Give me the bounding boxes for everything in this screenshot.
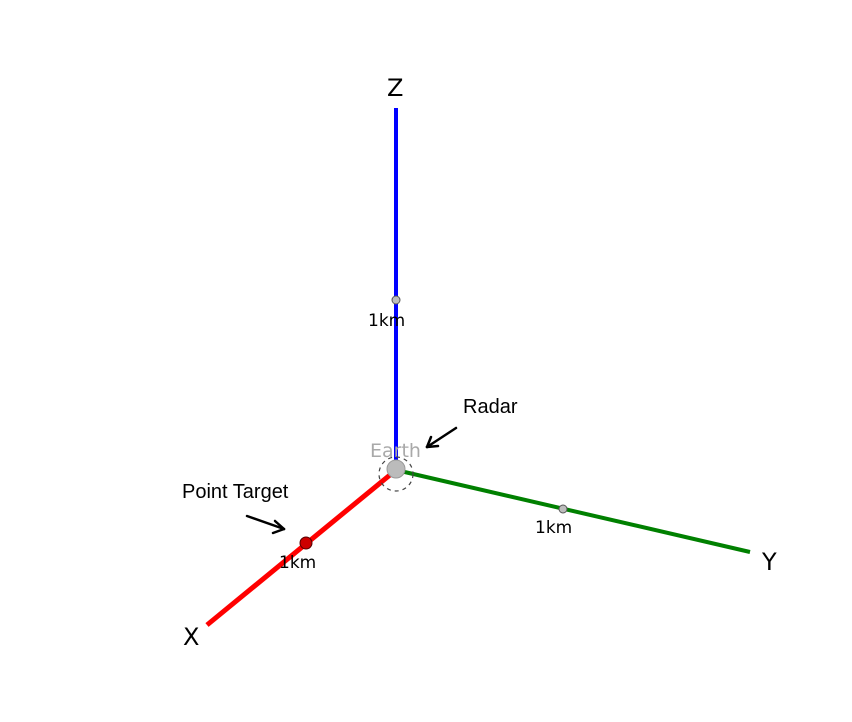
- origin-label: Earth: [370, 440, 421, 462]
- y-axis-label: Y: [761, 548, 777, 576]
- earth-marker: [386, 459, 406, 479]
- x-tick-label: 1km: [279, 553, 316, 573]
- point-target-marker: [299, 536, 313, 550]
- origin-selection-ring: [378, 456, 414, 492]
- x-axis-label: X: [183, 623, 199, 651]
- y-tick-marker: [558, 504, 568, 514]
- y-axis: [395, 468, 751, 554]
- radar-arrow-icon: [425, 426, 458, 449]
- z-tick-label: 1km: [368, 311, 405, 331]
- z-tick-marker: [391, 295, 401, 305]
- point-target-annotation-label: Point Target: [182, 481, 289, 503]
- y-tick-label: 1km: [535, 518, 572, 538]
- radar-annotation-label: Radar: [463, 396, 518, 418]
- z-axis-label: Z: [387, 74, 403, 102]
- point-target-arrow-icon: [245, 514, 286, 535]
